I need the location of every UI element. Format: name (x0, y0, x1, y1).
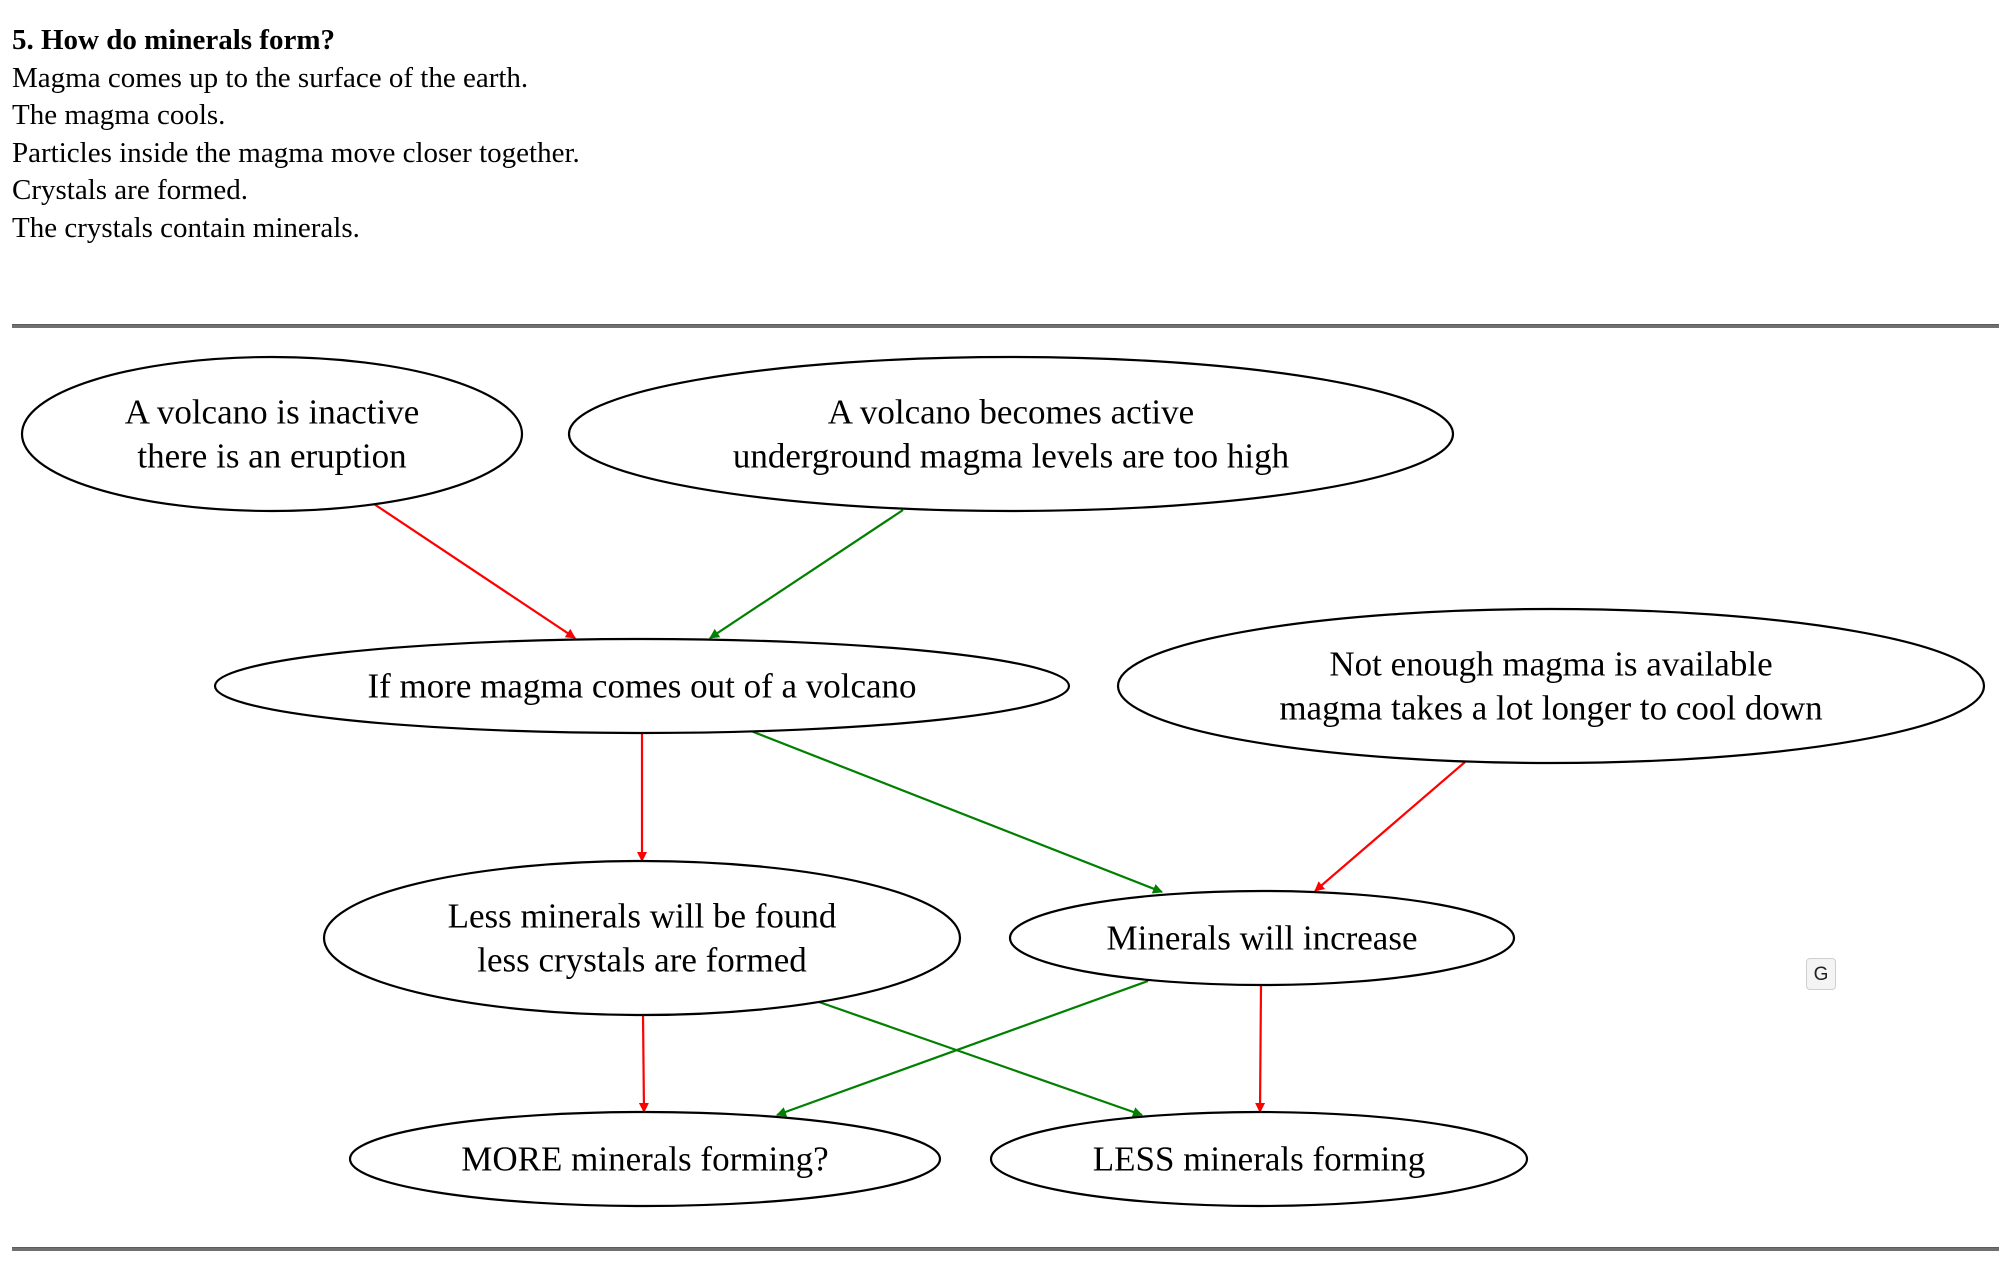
node-ellipse (567, 355, 1455, 513)
node-label: If more magma comes out of a volcano (367, 667, 916, 706)
node-label: less crystals are formed (477, 941, 807, 980)
node-active: A volcano becomes active underground magm… (567, 355, 1455, 513)
node-label: there is an eruption (137, 437, 406, 476)
node-less-forming: LESS minerals forming (989, 1110, 1529, 1208)
node-ellipse (20, 355, 524, 513)
node-label: underground magma levels are too high (733, 437, 1290, 476)
node-label: A volcano is inactive (125, 393, 420, 432)
question-block: 5. How do minerals form? Magma comes up … (12, 22, 1212, 248)
edges-layer (373, 503, 1466, 1117)
question-title: 5. How do minerals form? (12, 24, 335, 56)
answer-line: The magma cools. (12, 99, 226, 132)
edge-positive-less_found-to-less_forming (818, 1000, 1143, 1117)
node-label: A volcano becomes active (828, 393, 1194, 432)
edge-positive-more_magma-to-increase (750, 729, 1163, 894)
edge-negative-less_found-to-more_forming (638, 1014, 649, 1113)
edge-positive-increase-to-more_forming (776, 979, 1149, 1117)
edge-negative-inactive-to-more_magma (373, 503, 576, 639)
node-increase: Minerals will increase (1008, 889, 1516, 987)
node-not-enough: Not enough magma is available magma takes… (1116, 607, 1986, 765)
node-inactive: A volcano is inactive there is an eruptio… (20, 355, 524, 513)
node-ellipse (213, 637, 1071, 735)
answer-line: Magma comes up to the surface of the ear… (12, 61, 529, 94)
node-more-magma: If more magma comes out of a volcano (213, 637, 1071, 735)
node-ellipse (322, 859, 962, 1017)
node-label: magma takes a lot longer to cool down (1279, 689, 1822, 728)
edge-positive-active-to-more_magma (709, 509, 904, 639)
node-ellipse (989, 1110, 1529, 1208)
node-more-forming: MORE minerals forming? (348, 1110, 942, 1208)
edge-negative-increase-to-less_forming (1255, 984, 1266, 1113)
answer-line: Crystals are formed. (12, 174, 248, 207)
node-ellipse (1116, 607, 1986, 765)
node-label: MORE minerals forming? (461, 1140, 828, 1179)
edge-negative-not_enough-to-increase (1314, 761, 1466, 892)
node-label: Minerals will increase (1106, 919, 1417, 958)
node-label: Less minerals will be found (448, 897, 837, 936)
answer-line: The crystals contain minerals. (12, 211, 360, 244)
node-ellipse (1008, 889, 1516, 987)
horizontal-divider-top (12, 324, 1999, 328)
answer-line: Particles inside the magma move closer t… (12, 136, 580, 169)
node-label: Not enough magma is available (1329, 645, 1772, 684)
node-label: LESS minerals forming (1093, 1140, 1425, 1179)
horizontal-divider-bottom (12, 1247, 1999, 1251)
node-ellipse (348, 1110, 942, 1208)
node-less-found: Less minerals will be found less crystals… (322, 859, 962, 1017)
g-button[interactable]: G (1806, 958, 1836, 990)
nodes-layer: A volcano is inactive there is an eruptio… (20, 355, 1986, 1208)
